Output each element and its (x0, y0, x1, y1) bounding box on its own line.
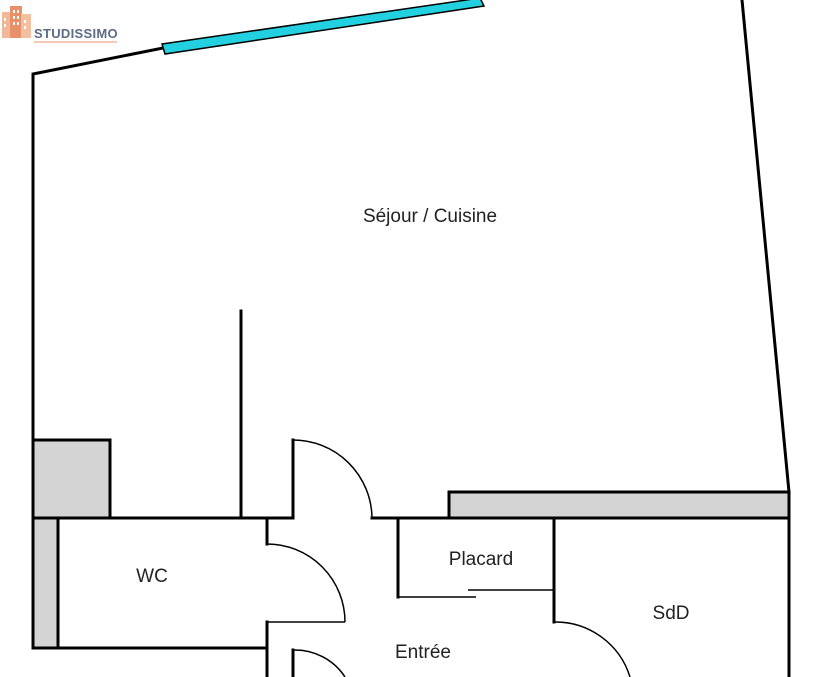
wc-column (31, 516, 60, 650)
kitchen-fixture (31, 438, 112, 520)
label-entree: Entrée (395, 642, 451, 663)
studissimo-logo: STUDISSIMO (2, 6, 118, 43)
wall-left-top (31, 46, 165, 520)
window (161, 0, 486, 55)
door-wc-swing (266, 543, 346, 623)
label-placard: Placard (449, 549, 513, 570)
door-sdd-swing (553, 621, 631, 677)
label-sdd: SdD (653, 603, 690, 624)
sdd-top-fixture (447, 490, 791, 520)
wall-right-diagonal (740, 0, 791, 494)
label-wc: WC (136, 566, 168, 587)
door-entree-swing (292, 649, 346, 677)
logo-text: STUDISSIMO (34, 26, 118, 41)
building-icon (2, 6, 31, 38)
label-sejour: Séjour / Cuisine (363, 206, 497, 227)
door-sejour-swing (292, 439, 373, 519)
